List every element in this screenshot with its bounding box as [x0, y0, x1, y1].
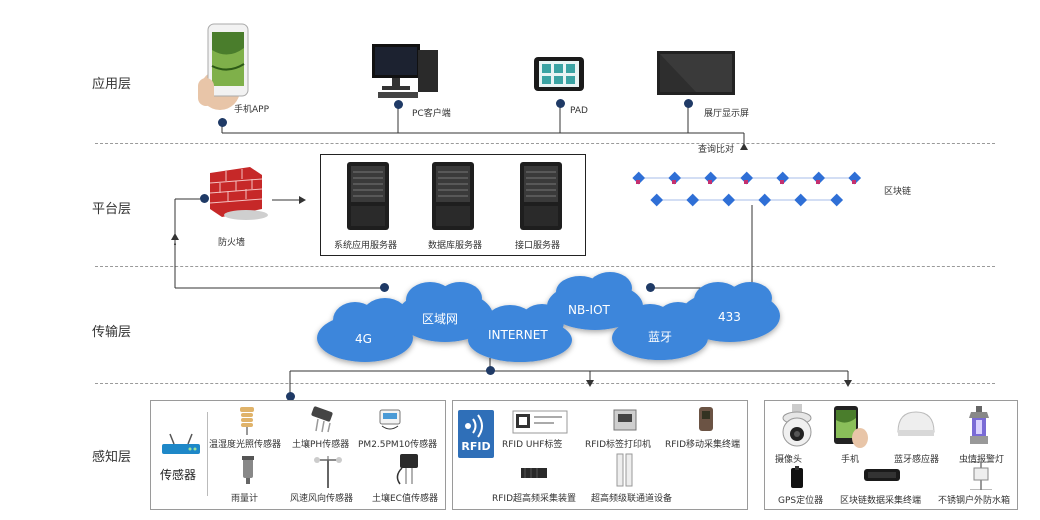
- device-label: 摄像头: [775, 455, 803, 465]
- tag-printer-icon: [612, 406, 638, 432]
- hall-screen-image: [656, 50, 736, 96]
- node-dot: [486, 366, 495, 375]
- channel-gate-icon: [616, 452, 634, 488]
- sensor-label: 土壤PH传感器: [292, 440, 350, 450]
- layer-label-perception: 感知层: [92, 450, 132, 465]
- ec-sensor-icon: [392, 452, 422, 486]
- rfid-label: RFID标签打印机: [585, 440, 652, 450]
- server-label: 接口服务器: [515, 241, 561, 251]
- device-label: 虫情报警灯: [959, 455, 1005, 465]
- camera-icon: [780, 404, 814, 448]
- rain-gauge-icon: [240, 454, 256, 484]
- server-label: 数据库服务器: [428, 241, 483, 251]
- phone-app-label: 手机APP: [234, 105, 270, 115]
- firewall-icon: [206, 165, 272, 223]
- cloud-label: NB-IOT: [568, 303, 610, 317]
- pc-client-image: [370, 40, 440, 102]
- server-icon: [430, 160, 476, 232]
- waterproof-box-icon: [964, 458, 998, 491]
- sensors-title: 传感器: [160, 468, 197, 482]
- cloud-label: INTERNET: [488, 328, 548, 342]
- mobile-phone-icon: [828, 404, 868, 448]
- rfid-label: RFID超高频采集装置: [492, 494, 577, 504]
- rfid-wave-icon: [465, 414, 483, 438]
- cloud-label: 区域网: [422, 312, 459, 326]
- rfid-label: RFID移动采集终端: [665, 440, 741, 450]
- node-dot: [684, 99, 693, 108]
- bluetooth-sensor-icon: [896, 410, 936, 438]
- rfid-logo-text: RFID: [461, 440, 491, 453]
- pad-image: [533, 56, 585, 94]
- node-dot: [646, 283, 655, 292]
- wind-sensor-icon: [313, 452, 343, 488]
- server-label: 系统应用服务器: [334, 241, 398, 251]
- node-dot: [286, 392, 295, 401]
- layer-divider: [95, 143, 995, 144]
- node-dot: [218, 118, 227, 127]
- pad-label: PAD: [570, 106, 588, 116]
- pest-alarm-lamp-icon: [966, 406, 992, 446]
- thermo-sensor-icon: [237, 405, 257, 435]
- rfid-label: 超高频级联通道设备: [591, 494, 673, 504]
- layer-divider: [95, 266, 995, 267]
- ph-sensor-icon: [308, 405, 338, 433]
- node-dot: [380, 283, 389, 292]
- device-label: 不锈钢户外防水箱: [938, 496, 1011, 506]
- blockchain-terminal-icon: [862, 466, 902, 484]
- node-dot: [200, 194, 209, 203]
- sensor-label: 土壤EC值传感器: [372, 494, 438, 504]
- cloud-label: 433: [718, 310, 741, 324]
- node-dot: [394, 100, 403, 109]
- router-icon: [160, 432, 202, 458]
- device-label: 区块链数据采集终端: [840, 496, 922, 506]
- sensor-label: 雨量计: [231, 494, 259, 504]
- cloud-label: 蓝牙: [648, 330, 673, 344]
- query-compare-label: 查询比对: [698, 145, 735, 155]
- hall-screen-label: 展厅显示屏: [704, 109, 750, 119]
- uhf-reader-icon: [519, 464, 549, 482]
- layer-label-application: 应用层: [92, 77, 132, 92]
- network-clouds: [317, 272, 780, 362]
- pm-sensor-icon: [376, 404, 404, 432]
- sensor-label: 风速风向传感器: [290, 494, 354, 504]
- mobile-terminal-icon: [697, 406, 715, 432]
- layer-label-transport: 传输层: [92, 325, 132, 340]
- rfid-logo: RFID: [458, 410, 494, 458]
- uhf-tag-icon: [512, 410, 568, 434]
- cloud-label: 4G: [355, 332, 372, 346]
- phone-app-image: [198, 20, 258, 112]
- rfid-group: [452, 400, 748, 510]
- server-icon: [518, 160, 564, 232]
- layer-label-platform: 平台层: [92, 202, 132, 217]
- node-dot: [556, 99, 565, 108]
- blockchain-network: [628, 160, 878, 212]
- rfid-label: RFID UHF标签: [502, 440, 563, 450]
- sensor-label: PM2.5PM10传感器: [358, 440, 438, 450]
- divider: [207, 412, 208, 496]
- pc-client-label: PC客户端: [412, 109, 451, 119]
- blockchain-label: 区块链: [884, 187, 912, 197]
- server-icon: [345, 160, 391, 232]
- sensor-label: 温湿度光照传感器: [209, 440, 282, 450]
- gps-locator-icon: [790, 466, 804, 490]
- layer-divider: [95, 383, 995, 384]
- device-label: GPS定位器: [778, 496, 824, 506]
- device-label: 蓝牙感应器: [894, 455, 940, 465]
- firewall-label: 防火墙: [218, 238, 246, 248]
- device-label: 手机: [841, 455, 860, 465]
